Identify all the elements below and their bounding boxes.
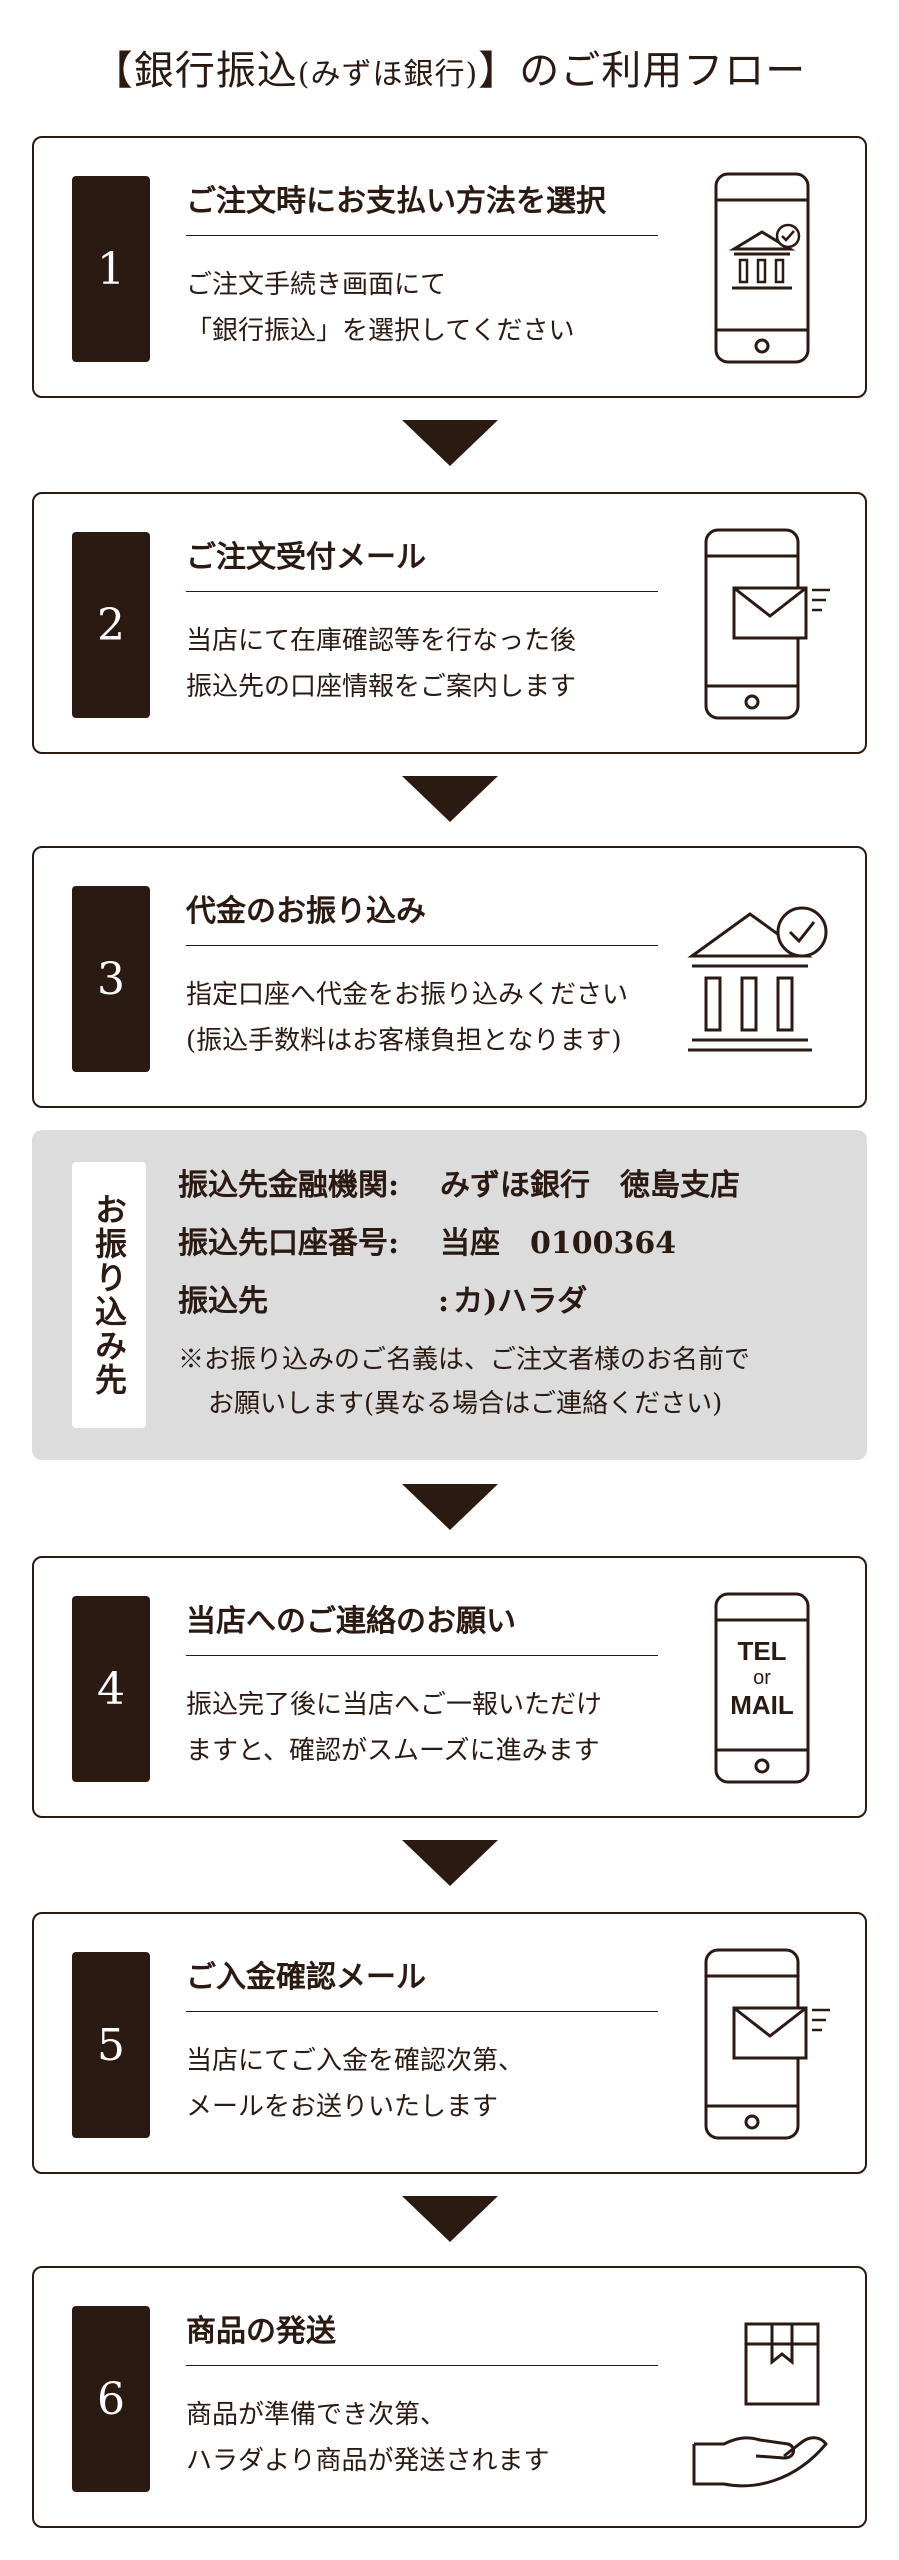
bank-check-icon (684, 874, 834, 1084)
icon-tel-text: TEL (737, 1636, 786, 1666)
step-heading: ご注文時にお支払い方法を選択 (186, 184, 606, 219)
step-description-line: 指定口座へ代金をお振り込みください (186, 980, 629, 1010)
step-description-line: ますと、確認がスムーズに進みます (186, 1736, 600, 1766)
payment-note-line: ※お振り込みのご名義は、ご注文者様のお名前で (178, 1345, 751, 1375)
step-heading: 商品の発送 (186, 2314, 336, 2349)
phone-bank-icon (684, 164, 834, 374)
step-description-line: 「銀行振込」を選択してください (186, 316, 575, 346)
step-description-line: ハラダより商品が発送されます (186, 2446, 550, 2476)
page-title-prefix: 【銀行振込 (92, 48, 298, 94)
payment-row-key: 振込先金融機関: (178, 1168, 400, 1203)
phone-mail-icon (684, 520, 834, 730)
page-title-bank: (みずほ銀行) (297, 57, 479, 92)
step-description-line: 商品が準備でき次第、 (186, 2400, 447, 2430)
step-description-line: (振込手数料はお客様負担となります) (186, 1026, 622, 1056)
down-arrow-icon (402, 1484, 498, 1530)
step-5-card: 5 ご入金確認メール 当店にてご入金を確認次第、 メールをお送りいたします (32, 1912, 867, 2174)
step-heading: ご入金確認メール (186, 1960, 426, 1995)
step-description: 当店にてご入金を確認次第、 メールをお送りいたします (186, 2038, 686, 2130)
down-arrow-icon (402, 420, 498, 466)
payment-row-value: 当座 0100364 (440, 1226, 677, 1261)
payment-recipient-row: 振込先:カ)ハラダ (178, 1276, 587, 1320)
step-description-line: メールをお送りいたします (186, 2092, 499, 2122)
step-number: 3 (72, 886, 150, 1072)
step-6-card: 6 商品の発送 商品が準備でき次第、 ハラダより商品が発送されます (32, 2266, 867, 2528)
payment-row-value: みずほ銀行 徳島支店 (440, 1168, 740, 1203)
step-divider (186, 2365, 658, 2366)
payment-row-key: 振込先口座番号: (178, 1226, 400, 1261)
payment-label-text: お振り込み先 (90, 1193, 128, 1397)
down-arrow-icon (402, 1840, 498, 1886)
payment-row-colon: : (438, 1284, 450, 1319)
step-description-line: 当店にて在庫確認等を行なった後 (186, 626, 577, 656)
step-description-line: 振込先の口座情報をご案内します (186, 672, 577, 702)
step-description-line: 振込完了後に当店へご一報いただけ (186, 1690, 603, 1720)
page-title-suffix: 】のご利用フロー (478, 48, 807, 94)
step-4-card: 4 当店へのご連絡のお願い 振込完了後に当店へご一報いただけ ますと、確認がスム… (32, 1556, 867, 1818)
step-heading: 当店へのご連絡のお願い (186, 1604, 516, 1639)
box-hand-icon (684, 2294, 834, 2504)
step-divider (186, 1655, 658, 1656)
step-heading: ご注文受付メール (186, 540, 426, 575)
step-divider (186, 2011, 658, 2012)
payment-account-row: 振込先口座番号: 当座 0100364 (178, 1218, 676, 1262)
step-description-line: 当店にてご入金を確認次第、 (186, 2046, 525, 2076)
step-description: 指定口座へ代金をお振り込みください (振込手数料はお客様負担となります) (186, 972, 686, 1064)
step-divider (186, 945, 658, 946)
step-description-line: ご注文手続き画面にて (186, 270, 447, 300)
step-divider (186, 591, 658, 592)
icon-mail-text: MAIL (730, 1690, 794, 1720)
payment-note: ※お振り込みのご名義は、ご注文者様のお名前で お願いします(異なる場合はご連絡く… (178, 1338, 750, 1426)
down-arrow-icon (402, 776, 498, 822)
step-3-card: 3 代金のお振り込み 指定口座へ代金をお振り込みください (振込手数料はお客様負… (32, 846, 867, 1108)
step-description: 振込完了後に当店へご一報いただけ ますと、確認がスムーズに進みます (186, 1682, 686, 1774)
payment-bank-row: 振込先金融機関: みずほ銀行 徳島支店 (178, 1160, 740, 1204)
step-heading: 代金のお振り込み (186, 894, 426, 929)
step-1-card: 1 ご注文時にお支払い方法を選択 ご注文手続き画面にて 「銀行振込」を選択してく… (32, 136, 867, 398)
payment-row-key: 振込先 (178, 1284, 268, 1319)
payment-label: お振り込み先 (72, 1162, 146, 1428)
payment-info-panel: お振り込み先 振込先金融機関: みずほ銀行 徳島支店 振込先口座番号: 当座 010… (32, 1130, 867, 1460)
payment-note-line: お願いします(異なる場合はご連絡ください) (208, 1389, 723, 1419)
icon-or-text: or (753, 1667, 771, 1689)
phone-mail-icon (684, 1940, 834, 2150)
step-number: 6 (72, 2306, 150, 2492)
step-number: 4 (72, 1596, 150, 1782)
step-description: 当店にて在庫確認等を行なった後 振込先の口座情報をご案内します (186, 618, 686, 710)
step-number: 1 (72, 176, 150, 362)
step-number: 5 (72, 1952, 150, 2138)
step-2-card: 2 ご注文受付メール 当店にて在庫確認等を行なった後 振込先の口座情報をご案内し… (32, 492, 867, 754)
step-number: 2 (72, 532, 150, 718)
step-description: 商品が準備でき次第、 ハラダより商品が発送されます (186, 2392, 686, 2484)
down-arrow-icon (402, 2196, 498, 2242)
step-description: ご注文手続き画面にて 「銀行振込」を選択してください (186, 262, 686, 354)
step-divider (186, 235, 658, 236)
payment-row-value: カ)ハラダ (453, 1284, 588, 1319)
page-title: 【銀行振込(みずほ銀行)】のご利用フロー (0, 38, 899, 96)
phone-tel-mail-icon: TEL or MAIL (684, 1584, 834, 1794)
